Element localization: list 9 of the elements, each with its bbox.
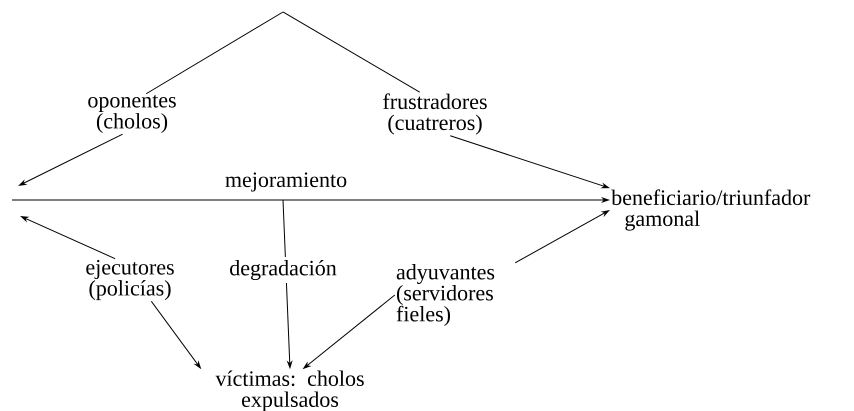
- actant-label: adyuvantes (servidores fieles): [396, 264, 494, 326]
- actant-label: ejecutores (policías): [86, 260, 174, 300]
- edge-label: degradación: [226, 256, 340, 284]
- actant-label: oponentes (cholos): [88, 94, 176, 134]
- edge-label: mejoramiento: [222, 169, 350, 195]
- line: [146, 12, 284, 94]
- actant-label: frustradores (cuatreros): [383, 93, 487, 135]
- line: [282, 12, 420, 93]
- actant-label: beneficiario/triunfador gamonal: [611, 189, 810, 231]
